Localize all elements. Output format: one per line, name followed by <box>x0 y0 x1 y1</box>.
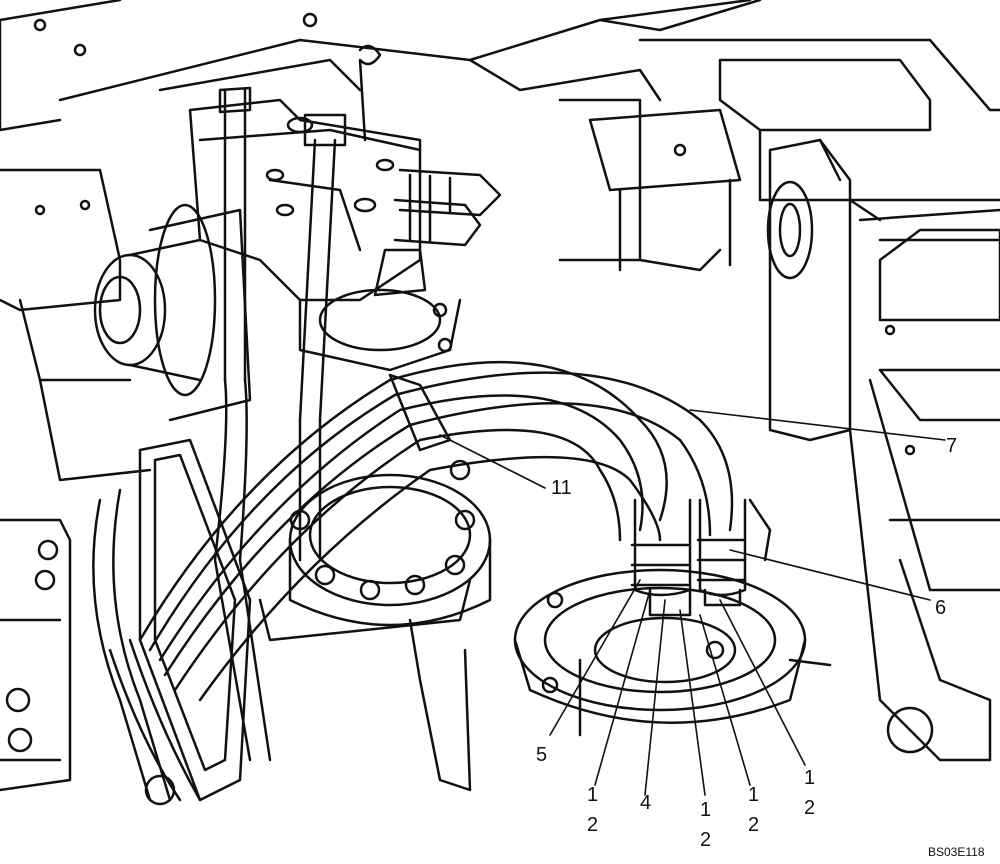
diagonal-guard <box>138 438 252 802</box>
callout-1: 1 <box>700 799 712 821</box>
rotary-joint <box>513 498 832 737</box>
callout-2: 2 <box>587 814 599 836</box>
callout-1: 1 <box>748 784 760 806</box>
callout-5: 5 <box>536 744 548 766</box>
callout-4: 4 <box>640 792 652 814</box>
upper-frame <box>0 0 1000 322</box>
callout-6: 6 <box>935 597 947 619</box>
main-hose-bundle <box>92 360 734 802</box>
left-bracket <box>0 168 252 482</box>
right-support-arm <box>766 138 1000 762</box>
callout-11: 11 <box>551 477 572 499</box>
lower-left-block <box>0 518 176 806</box>
callout-7: 7 <box>946 435 958 457</box>
callout-2: 2 <box>804 797 816 819</box>
motor-flange <box>258 459 492 792</box>
callout-2: 2 <box>700 829 712 851</box>
upper-vertical-hoses <box>213 86 347 762</box>
figure-code: BS03E118 <box>928 845 985 859</box>
leader-lines <box>439 409 946 796</box>
callout-1: 1 <box>804 767 816 789</box>
callout-1: 1 <box>587 784 599 806</box>
callout-2: 2 <box>748 814 760 836</box>
valve-block <box>188 98 502 372</box>
